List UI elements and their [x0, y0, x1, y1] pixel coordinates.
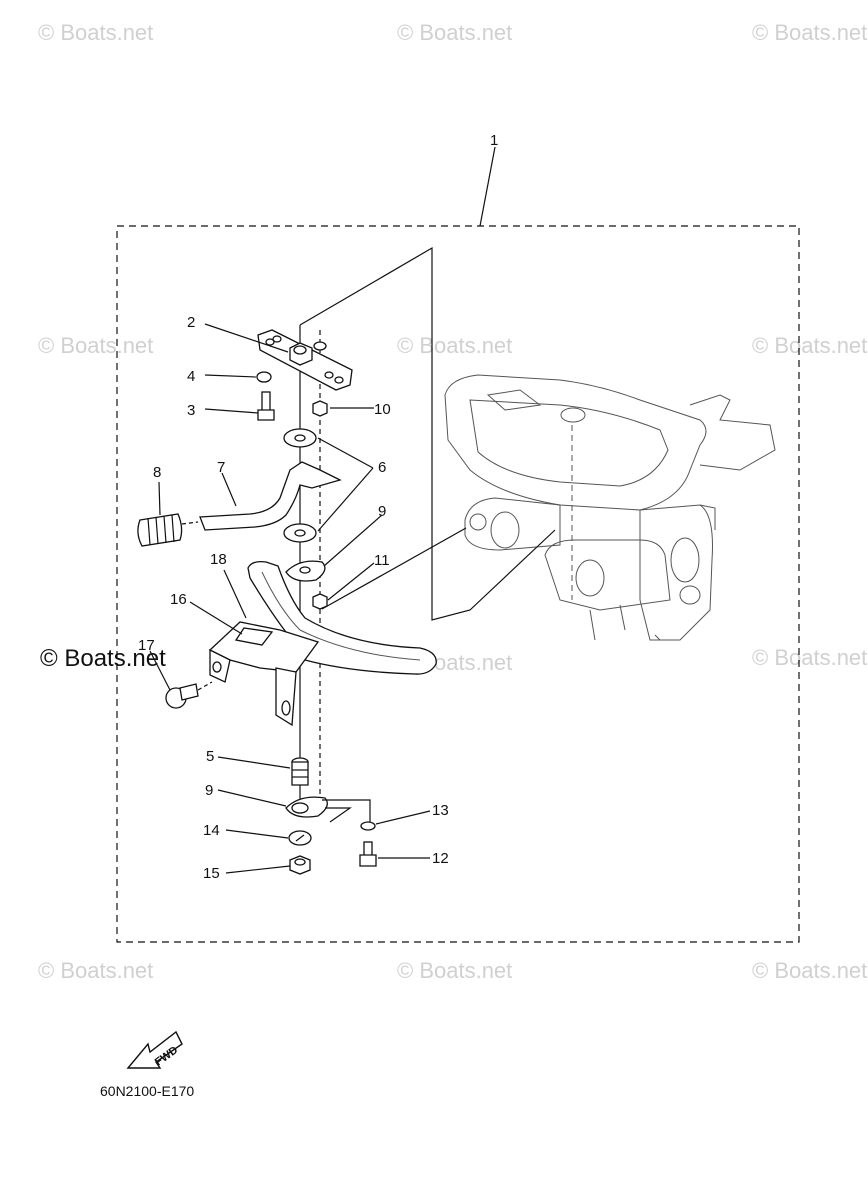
- part-11-nut: [312, 593, 328, 610]
- part-16-bracket: [208, 621, 320, 727]
- part-8-grip: [137, 513, 183, 547]
- part-3-bolt: [257, 391, 275, 421]
- callout-10: 10: [374, 401, 391, 418]
- assembly-frame: [116, 225, 800, 943]
- part-13-washer: [360, 821, 376, 831]
- callout-17: 17: [138, 637, 155, 654]
- part-10-nut: [312, 400, 328, 417]
- watermark: © Boats.net: [752, 645, 868, 670]
- part-17-pin: [165, 683, 199, 709]
- callout-15: 15: [203, 865, 220, 882]
- watermark: © Boats.net: [397, 333, 513, 358]
- watermark: © Boats.net: [397, 958, 513, 983]
- watermark: © Boats.net: [397, 20, 513, 45]
- watermark: © Boats.net: [752, 333, 868, 358]
- watermark: © Boats.net: [752, 20, 868, 45]
- callout-7: 7: [217, 459, 225, 476]
- part-5-pin: [291, 757, 309, 786]
- part-7-arm: [199, 461, 342, 531]
- callout-18: 18: [210, 551, 227, 568]
- part-2-plate: [257, 329, 353, 391]
- part-4-washer: [256, 371, 272, 383]
- callout-1: 1: [490, 132, 498, 149]
- assembly-leader: [299, 246, 556, 621]
- callout-16: 16: [170, 591, 187, 608]
- callout-2: 2: [187, 314, 195, 331]
- callout-11: 11: [374, 552, 390, 569]
- callout-6: 6: [378, 459, 386, 476]
- callout-13: 13: [432, 802, 449, 819]
- callout-14: 14: [203, 822, 220, 839]
- diagram-code: 60N2100-E170: [100, 1083, 195, 1099]
- callout-leaders: [149, 146, 496, 874]
- callout-4: 4: [187, 368, 195, 385]
- watermark: © Boats.net: [38, 333, 154, 358]
- watermark: © Boats.net: [38, 20, 154, 45]
- engine-bracket-outline: [444, 374, 776, 641]
- callout-8: 8: [153, 464, 161, 481]
- watermark: © Boats.net: [38, 958, 154, 983]
- watermark: © Boats.net: [752, 958, 868, 983]
- callout-12: 12: [432, 850, 449, 867]
- callout-5: 5: [206, 748, 214, 765]
- fwd-arrow-icon: FWD: [126, 1030, 183, 1069]
- callout-9-upper: 9: [378, 503, 386, 520]
- watermark-highlight: © Boats.net: [40, 645, 166, 672]
- callout-9-lower: 9: [205, 782, 213, 799]
- part-12-bolt: [359, 841, 377, 867]
- callout-labels: 1 2 3 4 5 6 7 8 9 9 10 11 12 13 14 15 16…: [138, 132, 498, 882]
- callout-3: 3: [187, 402, 195, 419]
